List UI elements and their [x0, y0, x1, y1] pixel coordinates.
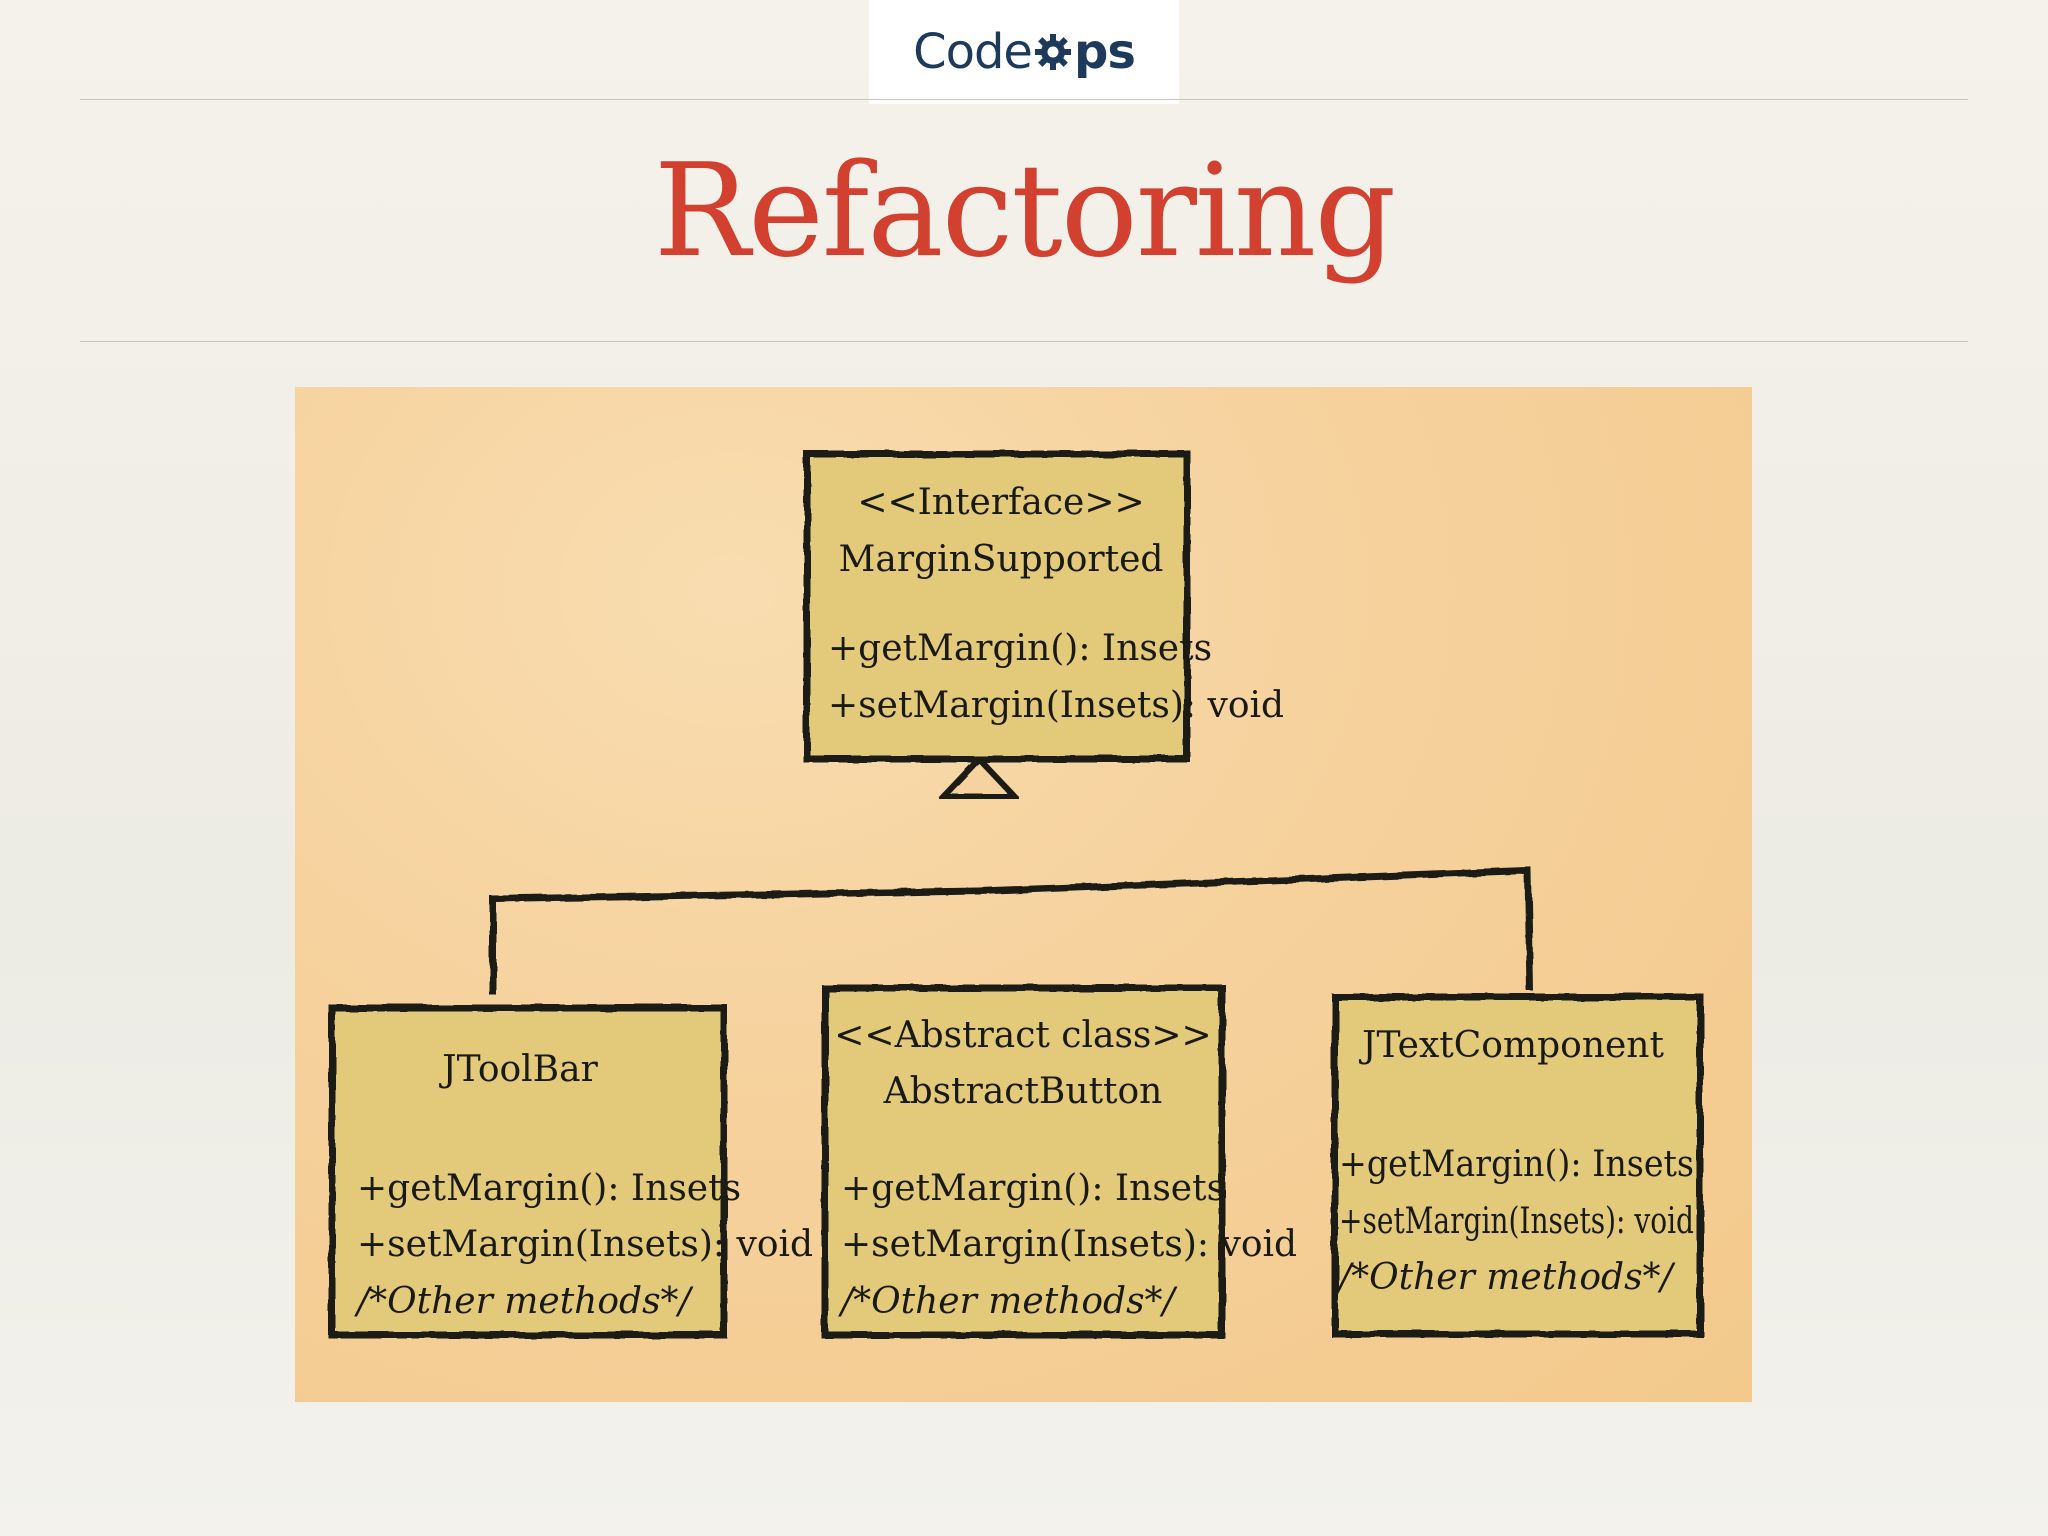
jtextcomponent-name: JTextComponent — [1358, 1025, 1664, 1066]
abstractbutton-name: AbstractButton — [883, 1071, 1163, 1112]
abstractbutton-comment: /*Other methods*/ — [838, 1281, 1179, 1322]
uml-diagram-svg: <<Interface>> MarginSupported +getMargin… — [328, 450, 1704, 1339]
interface-box: <<Interface>> MarginSupported +getMargin… — [803, 450, 1284, 763]
jtoolbar-comment: /*Other methods*/ — [354, 1281, 695, 1322]
interface-name: MarginSupported — [839, 539, 1164, 580]
class-box-jtextcomponent: JTextComponent +getMargin(): Insets +set… — [1331, 993, 1704, 1338]
jtextcomponent-method-1: +getMargin(): Insets — [1339, 1144, 1694, 1185]
codeops-logo: Code ps — [869, 0, 1179, 104]
jtoolbar-method-2: +setMargin(Insets): void — [357, 1224, 813, 1265]
top-divider — [80, 99, 1968, 100]
jtextcomponent-frame — [1331, 993, 1704, 1338]
abstractbutton-method-1: +getMargin(): Insets — [841, 1168, 1225, 1209]
uml-diagram: <<Interface>> MarginSupported +getMargin… — [295, 387, 1752, 1402]
abstractbutton-frame — [821, 984, 1226, 1339]
class-box-abstractbutton: <<Abstract class>> AbstractButton +getMa… — [821, 984, 1297, 1339]
jtoolbar-name: JToolBar — [438, 1049, 598, 1090]
jtoolbar-method-1: +getMargin(): Insets — [357, 1168, 741, 1209]
jtextcomponent-method-2: +setMargin(Insets): void — [1339, 1201, 1694, 1242]
interface-method-1: +getMargin(): Insets — [828, 628, 1212, 669]
jtoolbar-frame — [328, 1004, 728, 1339]
jtextcomponent-comment: /*Other methods*/ — [1336, 1257, 1677, 1298]
interface-method-2: +setMargin(Insets): void — [828, 685, 1284, 726]
logo-suffix: ps — [1073, 24, 1136, 80]
class-box-jtoolbar: JToolBar +getMargin(): Insets +setMargin… — [328, 1004, 813, 1339]
inheritance-branch-line — [489, 867, 1534, 995]
interface-box-frame — [803, 450, 1191, 763]
abstractbutton-method-2: +setMargin(Insets): void — [841, 1224, 1297, 1265]
interface-stereotype: <<Interface>> — [857, 482, 1144, 523]
logo-prefix: Code — [913, 24, 1033, 80]
title-divider — [80, 341, 1968, 342]
logo-wordmark: Code ps — [913, 24, 1136, 80]
gear-icon — [1034, 34, 1071, 70]
abstractbutton-stereotype: <<Abstract class>> — [834, 1015, 1211, 1056]
inheritance-arrow — [936, 754, 1022, 800]
slide-title: Refactoring — [653, 137, 1397, 286]
